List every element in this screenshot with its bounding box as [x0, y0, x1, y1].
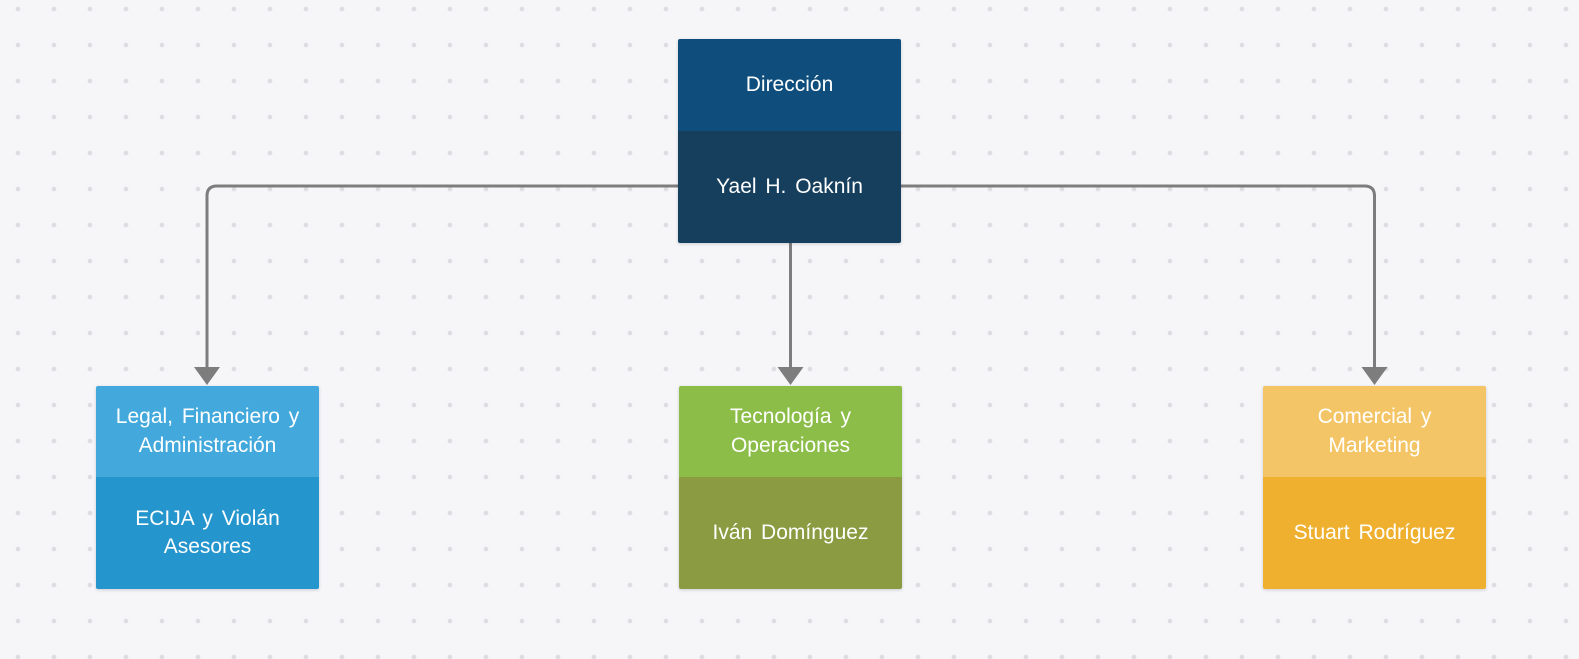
connector-line — [901, 184, 1376, 369]
connector-direccion-to-legal[interactable] — [194, 184, 678, 385]
connector-line — [205, 184, 678, 369]
arrowhead-down-icon — [1361, 367, 1388, 385]
node-person-label: Stuart Rodríguez — [1263, 477, 1486, 589]
arrowhead-down-icon — [777, 367, 804, 385]
org-node-direccion[interactable]: Dirección Yael H. Oaknín — [678, 39, 901, 243]
node-department-label: Legal, Financiero y Administración — [96, 386, 319, 477]
node-department-label: Dirección — [678, 39, 901, 131]
node-department-label: Comercial y Marketing — [1263, 386, 1486, 477]
node-person-label: ECIJA y Violán Asesores — [96, 477, 319, 589]
node-department-label: Tecnología y Operaciones — [679, 386, 902, 477]
node-person-label: Yael H. Oaknín — [678, 131, 901, 243]
org-node-comercial-y-marketing[interactable]: Comercial y Marketing Stuart Rodríguez — [1263, 386, 1486, 589]
org-node-tecnologia-y-operaciones[interactable]: Tecnología y Operaciones Iván Domínguez — [679, 386, 902, 589]
node-person-label: Iván Domínguez — [679, 477, 902, 589]
connector-direccion-to-comercial[interactable] — [901, 184, 1388, 385]
connector-direccion-to-tecnologia[interactable] — [777, 243, 804, 385]
arrowhead-down-icon — [194, 367, 220, 385]
org-node-legal-financiero-y-administracion[interactable]: Legal, Financiero y Administración ECIJA… — [96, 386, 319, 589]
